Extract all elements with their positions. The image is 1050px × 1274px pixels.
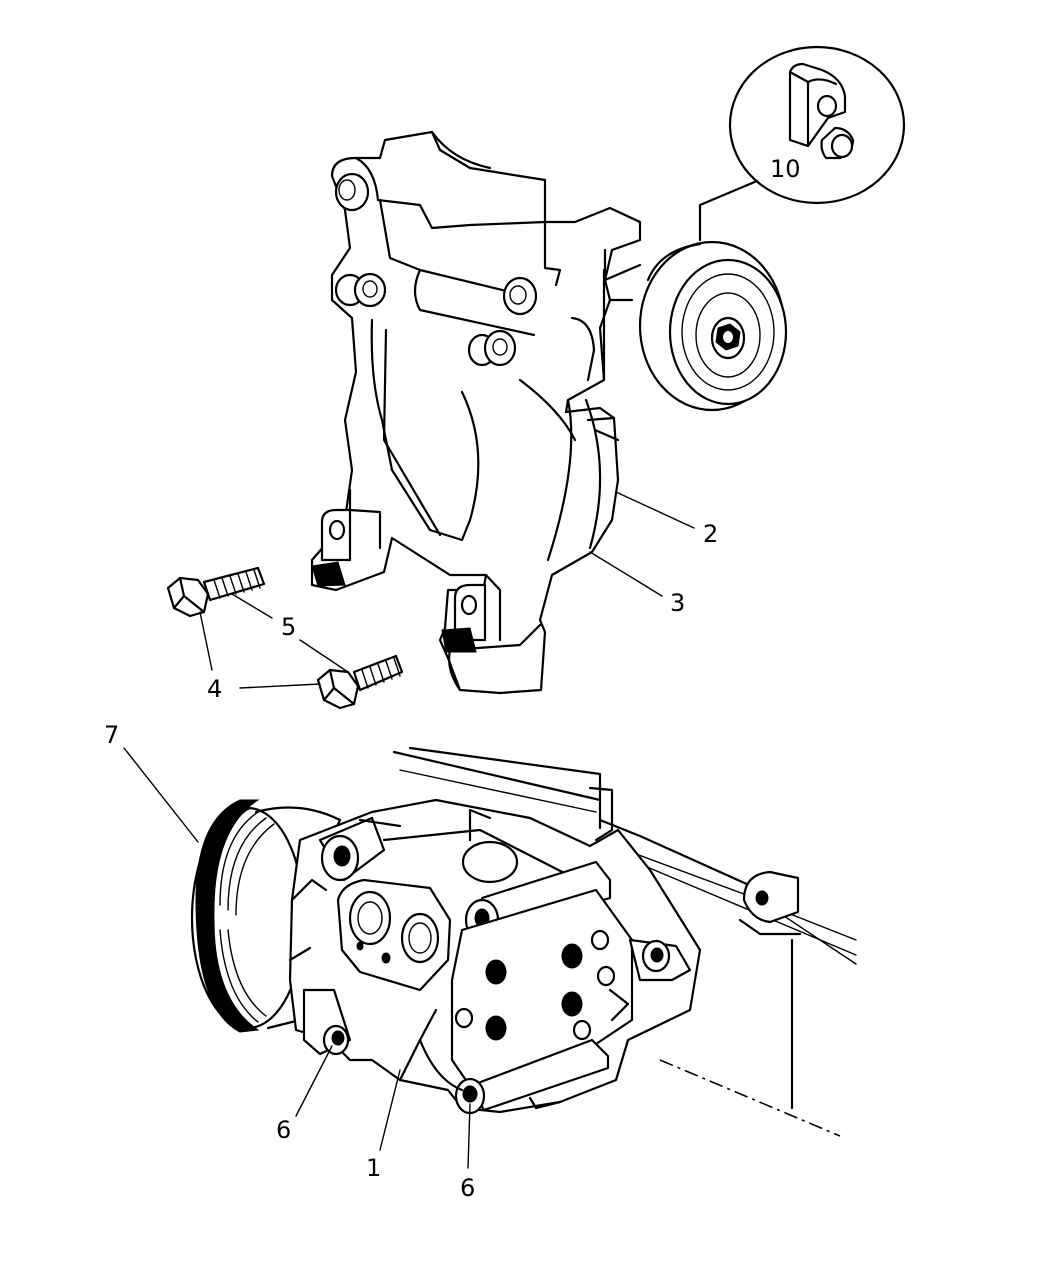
callout-6-left: 6 bbox=[276, 1116, 291, 1144]
idler-pulley bbox=[638, 240, 788, 412]
callout-1: 1 bbox=[366, 1154, 381, 1182]
compressor-mounting-bracket bbox=[310, 130, 642, 695]
callout-labels: 2 3 4 5 7 6 1 6 bbox=[104, 520, 718, 1202]
callout-5: 5 bbox=[281, 613, 296, 641]
callout-leaders bbox=[123, 491, 695, 1169]
callout-6-right: 6 bbox=[460, 1174, 475, 1202]
bolt-lower bbox=[316, 654, 404, 710]
callout-2: 2 bbox=[703, 520, 718, 548]
bolt-upper bbox=[166, 566, 266, 618]
ac-compressor bbox=[190, 746, 857, 1137]
detail-view-part-10: 10 bbox=[698, 45, 906, 242]
callout-3: 3 bbox=[670, 589, 685, 617]
callout-10: 10 bbox=[770, 155, 801, 183]
callout-4: 4 bbox=[207, 675, 222, 703]
callout-7: 7 bbox=[104, 721, 119, 749]
